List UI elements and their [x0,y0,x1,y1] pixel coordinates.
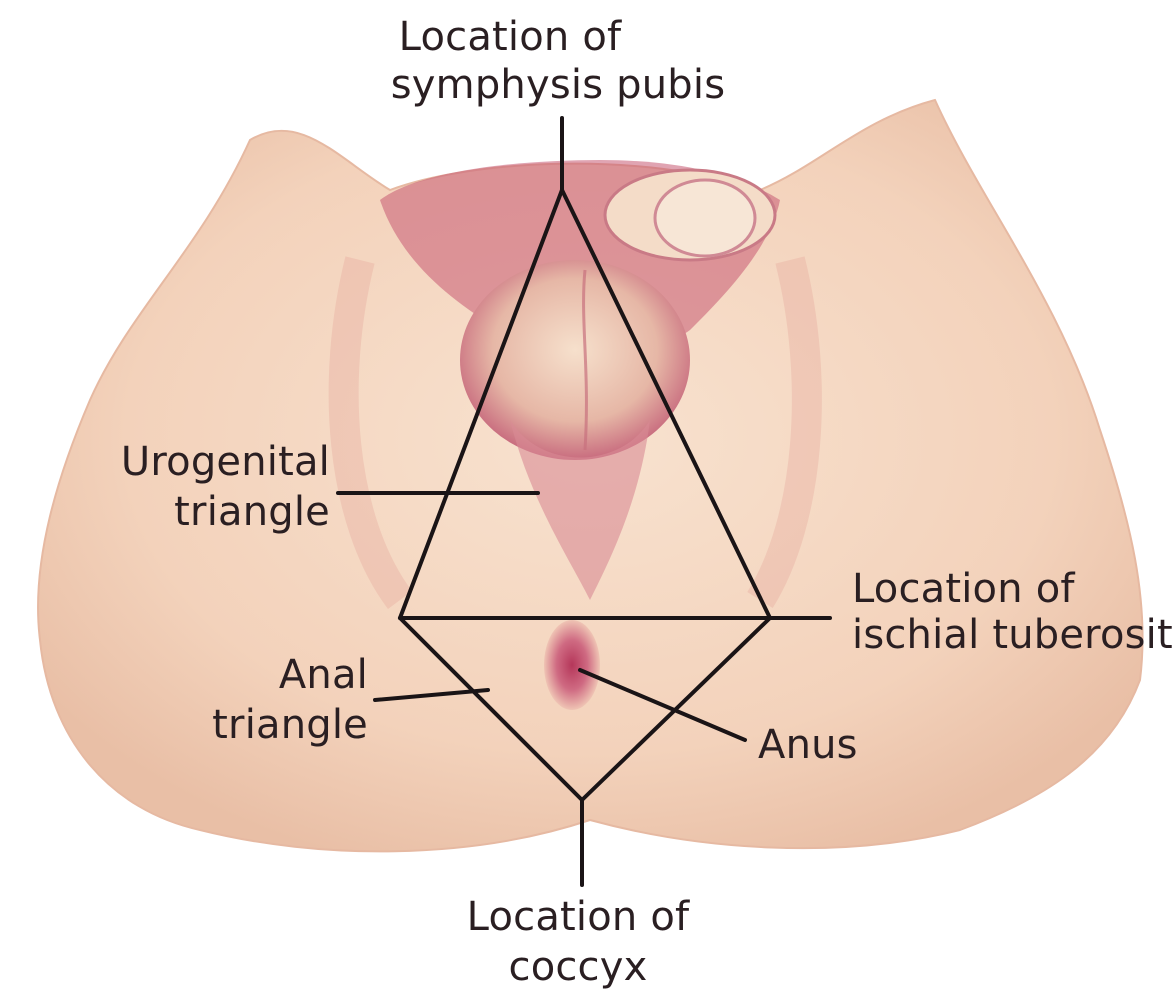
symphysis-label-line1: Location of [399,14,622,60]
symphysis-label-line2: symphysis pubis [391,62,725,108]
anus-label: Anus [758,722,858,768]
anal-label-line2: triangle [212,702,368,748]
coccyx-label-line2: coccyx [509,944,648,990]
urogenital-label-line1: Urogenital [121,439,330,485]
anal-label-line1: Anal [279,652,368,698]
scrotum [460,260,690,460]
glans [655,180,755,256]
coccyx-label-line1: Location of [467,894,690,940]
urogenital-label-line2: triangle [174,489,330,535]
anus-shape [544,620,600,710]
ischial-label-line2: ischial tuberosity [852,612,1174,658]
ischial-label-line1: Location of [852,566,1075,612]
